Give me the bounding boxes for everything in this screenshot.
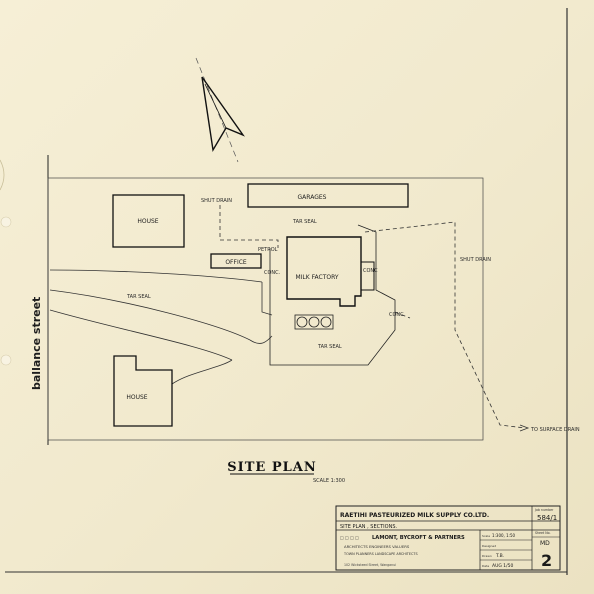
house-top-label: HOUSE [137,218,158,225]
garages [247,183,409,208]
firm-name: LAMONT, BYCROFT & PARTNERS [372,535,465,541]
drawn-value: T.B. [495,553,504,559]
north-arrow-icon [195,57,245,163]
job-number: 584/1 [537,514,557,522]
office [210,253,262,269]
office-label: OFFICE [225,259,247,266]
job-number-label: Job number [534,508,554,512]
to-drain-note: TO SURFACE DRAIN [530,427,580,433]
tar-seal-note: TAR SEAL [292,219,317,225]
scale-value: 1:300, 1:50 [492,533,516,538]
sheet-code: MD [540,540,550,547]
conc-note: CONC [363,268,378,274]
firm-roles: ARCHITECTS ENGINEERS VALUERS [344,544,410,549]
factory-yard [269,224,396,366]
designed-label: Designed [482,544,496,548]
firm-roles-2: TOWN PLANNERS LANDSCAPE ARCHITECTS [343,552,418,556]
drawing-title: SITE PLAN , SECTIONS. [340,524,397,530]
drawn-label: Drawn [482,554,492,558]
factory-label: MILK FACTORY [295,274,338,281]
factory-annex [360,261,375,291]
firm-address: 102 Wicksteed Street, Wanganui [344,563,396,567]
scale-label: Scale [482,534,490,538]
property-boundary [47,177,484,441]
paper-tear [0,159,5,191]
conc-note: CONC [389,312,404,318]
tar-seal-note: TAR SEAL [317,344,342,350]
house-bottom-label: HOUSE [126,394,147,401]
shut-drain-note: SHUT DRAIN [201,198,232,204]
tank-icon [294,314,334,330]
scale-note: SCALE 1:300 [313,478,345,484]
tar-seal-note: TAR SEAL [126,294,151,300]
drain-lines [219,205,526,429]
sheet-label: Sheet No. [535,531,551,535]
binding-hole [0,216,12,228]
binding-hole [0,354,12,366]
drain-note: SHUT DRAIN [460,257,491,263]
conc-note: CONC. [264,270,281,276]
driveways [49,269,273,385]
arrow-right-icon [519,424,530,432]
site-plan-title: SITE PLAN [227,460,316,475]
firm-logo-icon: □ □ □ □ [340,535,359,540]
house-top [112,194,185,248]
house-bottom [113,355,173,427]
milk-factory [286,236,362,307]
date-label: Date [482,564,489,568]
street-label: ballance street [30,297,43,390]
petrol-note: PETROL [258,247,278,253]
title-block [335,505,561,571]
garages-label: GARAGES [298,194,327,201]
sheet-number: 2 [541,551,552,570]
date-value: AUG 1/50 [492,563,514,569]
client-name: RAETIHI PASTEURIZED MILK SUPPLY CO.LTD. [340,512,489,519]
